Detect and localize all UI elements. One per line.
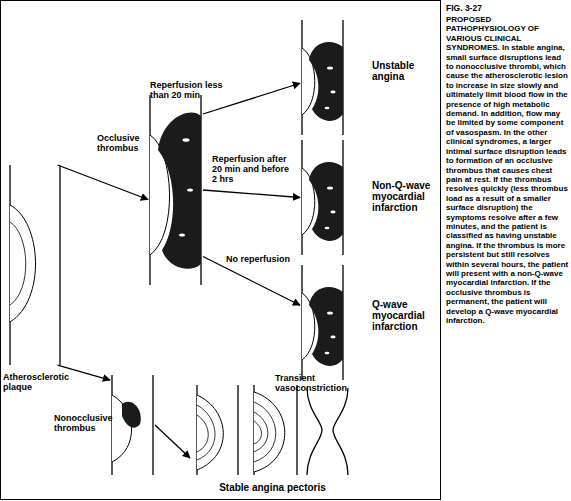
non-q-artery	[302, 140, 343, 255]
q-wave-artery	[302, 265, 343, 380]
edge-label: Reperfusion after 20 min and before 2 hr…	[212, 154, 294, 184]
artery-panel: Nonocclusive thrombus	[110, 375, 155, 475]
artery-panel: Q-wave myocardial infarction	[300, 265, 345, 380]
artery-panel: Occlusive thrombus	[148, 95, 203, 285]
node-label: Occlusive thrombus	[97, 133, 147, 153]
arrow-connector	[58, 165, 149, 200]
plaque-artery	[10, 165, 60, 365]
arrow-connector	[203, 190, 300, 198]
node-label: Atherosclerotic plaque	[3, 372, 69, 392]
figure-frame	[1, 1, 441, 500]
nonocclusive-artery	[112, 375, 153, 475]
vasoconstriction-artery	[307, 388, 348, 475]
occlusive-artery	[150, 95, 201, 285]
unstable-artery	[302, 20, 343, 135]
artery-panel: Unstable angina	[300, 20, 345, 135]
node-label: Unstable angina	[372, 60, 432, 82]
edge-label: Reperfusion less than 20 min	[150, 80, 232, 100]
annotation-label: Transient vasoconstriction	[275, 373, 385, 393]
node-label: Stable angina pectoris	[190, 482, 355, 493]
artery-panel: Non-Q-wave myocardial infarction	[300, 140, 345, 255]
stable-artery	[254, 385, 297, 475]
figure-title: FIG. 3-27	[446, 4, 569, 14]
arrow-connector	[58, 365, 111, 380]
artery-panel: Atherosclerotic plaque	[8, 165, 63, 365]
edge-label: No reperfusion	[226, 254, 306, 264]
stable-artery	[197, 385, 238, 475]
node-label: Non-Q-wave myocardial infarction	[372, 180, 434, 214]
arrow-connector	[155, 425, 190, 458]
figure-caption: PROPOSED PATHOPHYSIOLOGY OF VARIOUS CLIN…	[446, 15, 569, 325]
node-label: Nonocclusive thrombus	[54, 413, 108, 433]
node-label: Q-wave myocardial infarction	[372, 299, 434, 333]
